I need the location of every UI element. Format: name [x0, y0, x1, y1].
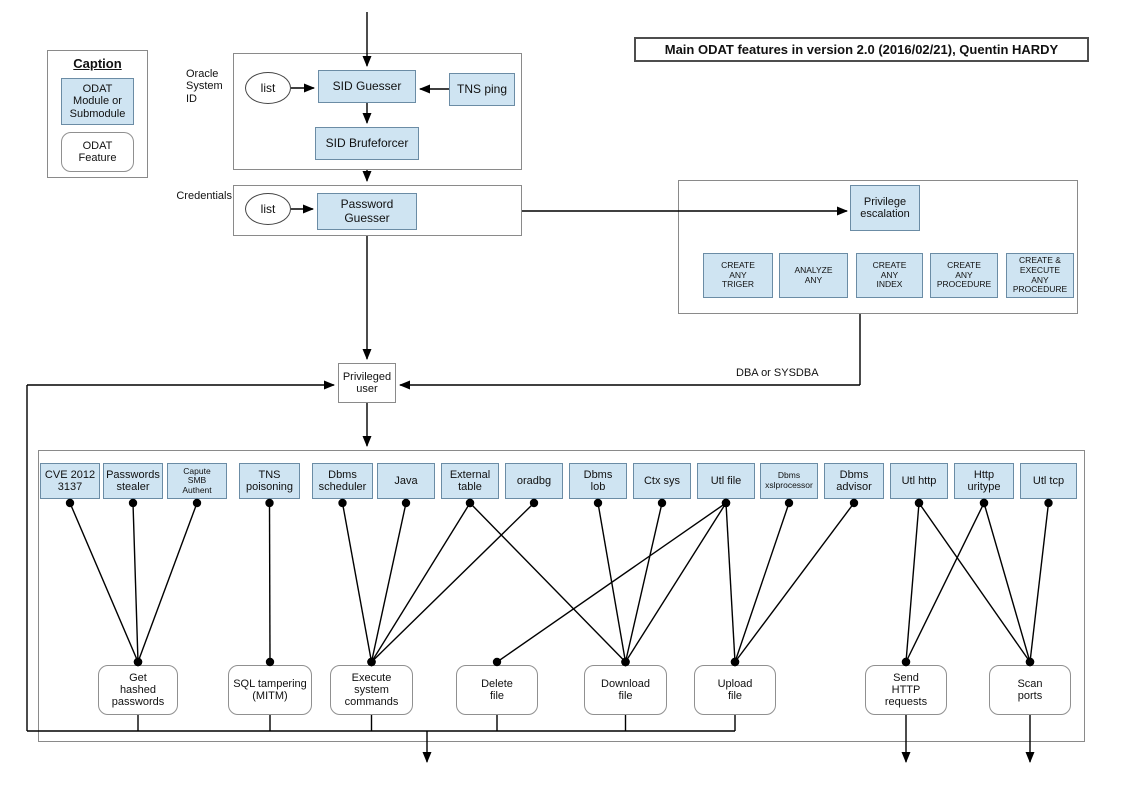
- sid-bruteforcer-node: SID Brufeforcer: [315, 127, 419, 160]
- oracle-system-id-label: Oracle System ID: [186, 68, 223, 105]
- privileged-user-node: Privileged user: [338, 363, 396, 403]
- privilege-create-any-procedure: CREATE ANY PROCEDURE: [930, 253, 998, 298]
- module-xsl: Dbms xslprocessor: [760, 463, 818, 499]
- module-oradbg: oradbg: [505, 463, 563, 499]
- module-java: Java: [377, 463, 435, 499]
- privilege-create-execute-any-procedure: CREATE & EXECUTE ANY PROCEDURE: [1006, 253, 1074, 298]
- diagram-title-text: Main ODAT features in version 2.0 (2016/…: [664, 42, 1059, 57]
- feature-sql: SQL tampering (MITM): [228, 665, 312, 715]
- tns-ping-node: TNS ping: [449, 73, 515, 106]
- privilege-analyze-any: ANALYZE ANY: [779, 253, 848, 298]
- feature-exec: Execute system commands: [330, 665, 413, 715]
- sid-guesser-node: SID Guesser: [318, 70, 416, 103]
- module-advisor: Dbms advisor: [824, 463, 884, 499]
- dba-or-sysdba-label: DBA or SYSDBA: [736, 367, 819, 379]
- module-lob: Dbms lob: [569, 463, 627, 499]
- module-uritype: Http uritype: [954, 463, 1014, 499]
- legend-title: Caption: [73, 56, 122, 71]
- legend-feature-swatch: ODAT Feature: [61, 132, 134, 172]
- module-cve: CVE 2012 3137: [40, 463, 100, 499]
- module-smb: Capute SMB Authent: [167, 463, 227, 499]
- feature-up: Upload file: [694, 665, 776, 715]
- privilege-escalation-node: Privilege escalation: [850, 185, 920, 231]
- module-utltcp: Utl tcp: [1020, 463, 1077, 499]
- module-sched: Dbms scheduler: [312, 463, 373, 499]
- legend-module-swatch: ODAT Module or Submodule: [61, 78, 134, 125]
- privilege-create-any-index: CREATE ANY INDEX: [856, 253, 923, 298]
- module-ext: External table: [441, 463, 499, 499]
- feature-send: Send HTTP requests: [865, 665, 947, 715]
- password-guesser-node: Password Guesser: [317, 193, 417, 230]
- credentials-list-node: list: [245, 193, 291, 225]
- sid-list-node: list: [245, 72, 291, 104]
- module-tns: TNS poisoning: [239, 463, 300, 499]
- module-utlfile: Utl file: [697, 463, 755, 499]
- feature-get: Get hashed passwords: [98, 665, 178, 715]
- feature-del: Delete file: [456, 665, 538, 715]
- module-utlhttp: Utl http: [890, 463, 948, 499]
- module-pwstealer: Passwords stealer: [103, 463, 163, 499]
- diagram-title: Main ODAT features in version 2.0 (2016/…: [634, 37, 1089, 62]
- privilege-create-any-triger: CREATE ANY TRIGER: [703, 253, 773, 298]
- feature-down: Download file: [584, 665, 667, 715]
- feature-scan: Scan ports: [989, 665, 1071, 715]
- module-ctx: Ctx sys: [633, 463, 691, 499]
- credentials-label: Credentials: [176, 190, 232, 202]
